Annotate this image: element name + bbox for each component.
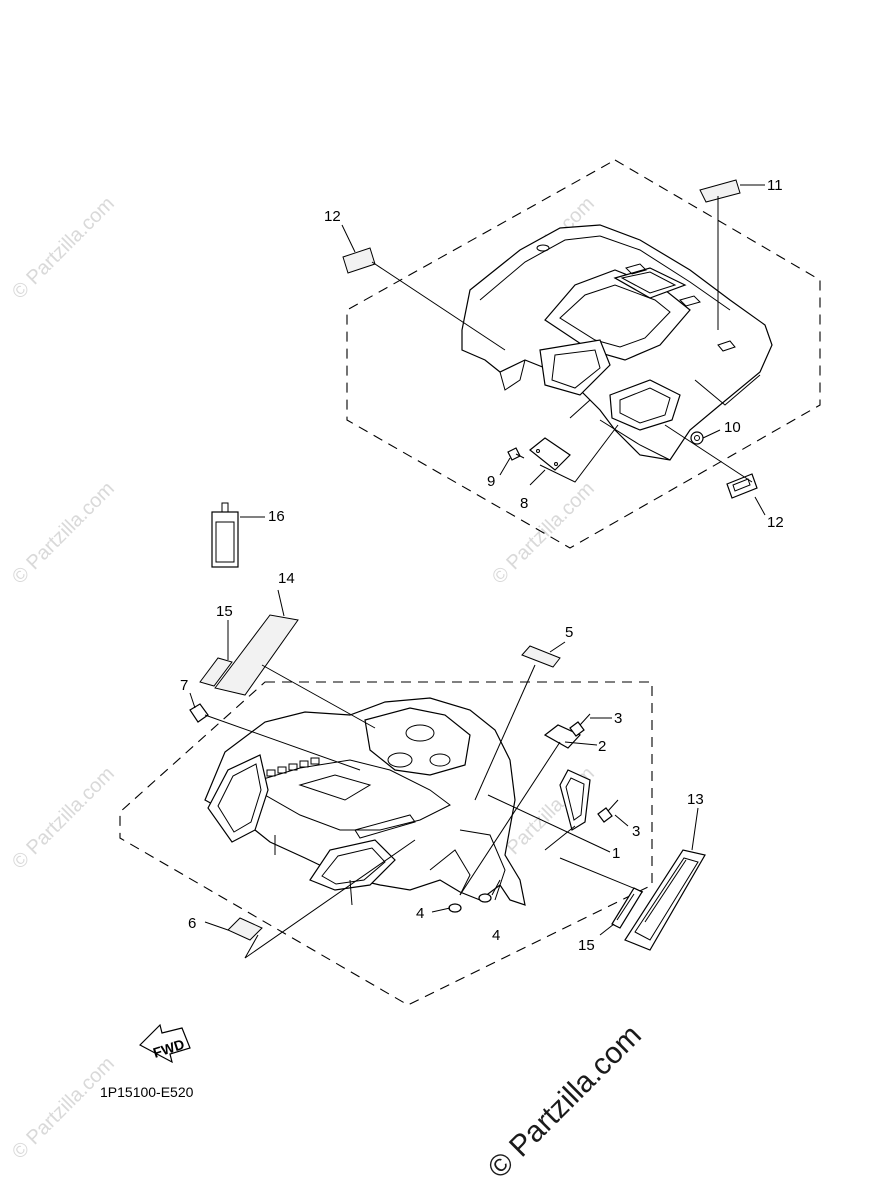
fwd-arrow-icon: FWD [139, 1023, 191, 1064]
panel-1 [559, 769, 591, 831]
main-watermark: © Partzilla.com [482, 1019, 648, 1185]
screw-3 [597, 799, 619, 823]
callout-3: 3 [614, 710, 622, 727]
tag-16 [211, 502, 239, 568]
rear-fender-boundary [346, 159, 821, 549]
callout-9: 9 [487, 473, 495, 490]
callout-6: 6 [188, 915, 196, 932]
drawing-code: 1P15100-E520 [100, 1084, 194, 1100]
screw-3 [569, 713, 591, 737]
callout-15: 15 [578, 937, 595, 954]
callout-14: 14 [278, 570, 295, 587]
callout-4: 4 [416, 905, 424, 922]
callout-5: 5 [565, 624, 573, 641]
clip-7 [189, 703, 209, 723]
plate-8 [529, 437, 571, 471]
callout-10: 10 [724, 419, 741, 436]
callout-2: 2 [598, 738, 606, 755]
callout-12: 12 [324, 208, 341, 225]
callout-1: 1 [612, 845, 620, 862]
callout-4: 4 [492, 927, 500, 944]
decal-11 [699, 179, 741, 203]
decal-15 [199, 657, 233, 687]
callout-8: 8 [520, 495, 528, 512]
callout-3: 3 [632, 823, 640, 840]
callout-15: 15 [216, 603, 233, 620]
callout-13: 13 [687, 791, 704, 808]
watermark: © Partzilla.com [8, 1053, 119, 1164]
grommet-10 [690, 431, 704, 445]
label-12 [342, 247, 376, 274]
switch-row [266, 757, 320, 777]
watermark: © Partzilla.com [8, 763, 119, 874]
front-leaders [189, 516, 699, 959]
callout-numbers: 1 2 3 3 4 4 5 6 7 8 9 10 11 12 12 13 14 … [180, 177, 784, 954]
callout-16: 16 [268, 508, 285, 525]
callout-11: 11 [767, 177, 783, 194]
watermark: © Partzilla.com [8, 478, 119, 589]
emblem-12 [726, 473, 758, 499]
front-fender [204, 697, 526, 906]
washer-4 [448, 903, 462, 913]
rear-leaders [341, 184, 766, 516]
rear-fender [461, 224, 773, 461]
decal-14 [214, 614, 299, 696]
watermark: © Partzilla.com [8, 193, 119, 304]
decal-6 [227, 917, 263, 941]
callout-7: 7 [180, 677, 188, 694]
decal-5 [521, 645, 561, 668]
washer-4 [478, 893, 492, 903]
emblem-13 [624, 849, 706, 951]
callout-12: 12 [767, 514, 784, 531]
